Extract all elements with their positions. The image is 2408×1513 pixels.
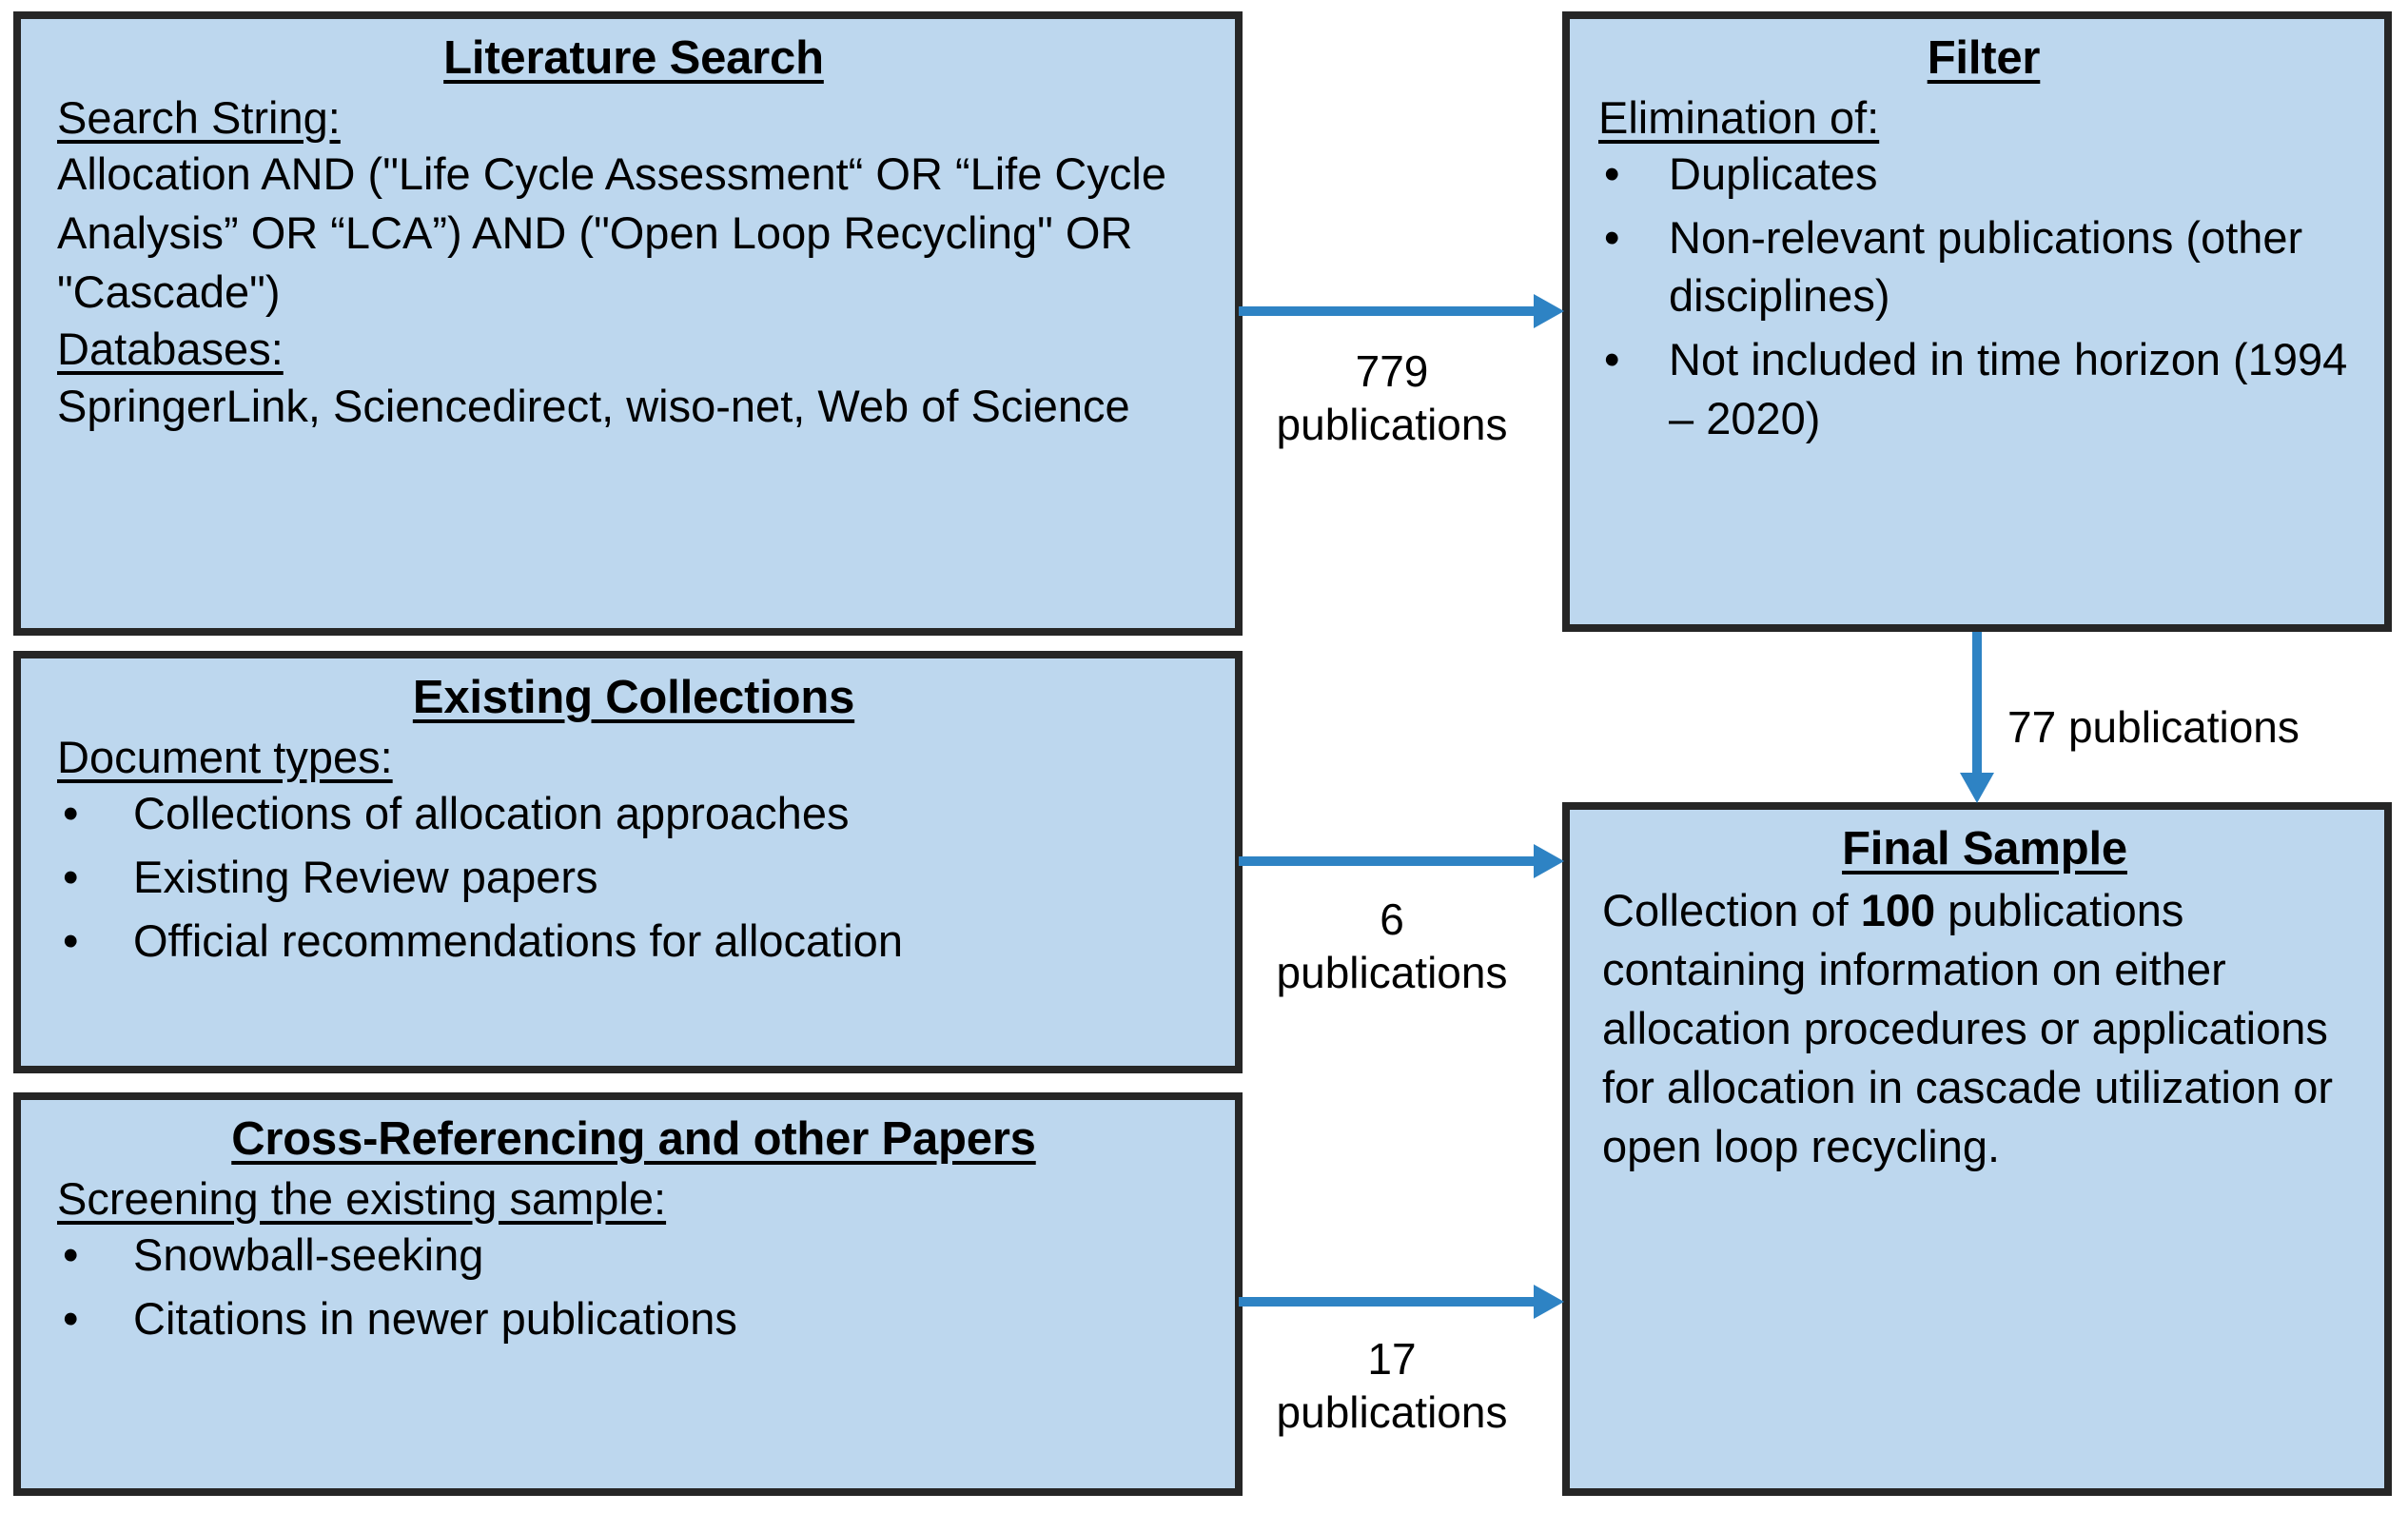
elimination-heading: Elimination of: — [1598, 91, 1880, 143]
box-filter-title: Filter — [1927, 32, 2041, 84]
final-sample-description: Collection of 100 publications containin… — [1602, 881, 2367, 1176]
list-item-label: Not included in time horizon (1994 – 202… — [1669, 334, 2348, 443]
list-item-label: Collections of allocation approaches — [133, 788, 850, 839]
box-final-sample-title: Final Sample — [1842, 823, 2127, 874]
bullet-dot-icon: • — [63, 1293, 79, 1345]
bullet-dot-icon: • — [1604, 148, 1620, 200]
box-existing-collections-title: Existing Collections — [412, 672, 855, 723]
bullet-dot-icon: • — [1604, 334, 1620, 385]
arrow-label-unit: publications — [1276, 948, 1508, 998]
list-item: • Non-relevant publications (other disci… — [1598, 208, 2369, 324]
list-item-label: Existing Review papers — [133, 852, 598, 903]
filter-bullet-list: • Duplicates • Non-relevant publications… — [1598, 145, 2369, 446]
box-final-sample: Final Sample Collection of 100 publicati… — [1562, 802, 2392, 1496]
list-item-label: Duplicates — [1669, 148, 1878, 200]
box-literature-search: Literature Search Search String: Allocat… — [13, 11, 1243, 636]
arrow-crossref-to-final — [1239, 1285, 1564, 1319]
final-sample-text-before: Collection of — [1602, 884, 1861, 935]
bullet-dot-icon: • — [1604, 212, 1620, 264]
final-sample-text-after: publications containing information on e… — [1602, 884, 2334, 1171]
arrow-collections-to-final — [1239, 844, 1564, 878]
arrow-label-collections-to-final: 6 publications — [1254, 893, 1530, 999]
cross-referencing-bullet-list: • Snowball-seeking • Citations in newer … — [57, 1226, 1210, 1347]
arrow-filter-to-final — [1960, 632, 1994, 803]
list-item: • Existing Review papers — [57, 848, 1210, 906]
list-item: • Not included in time horizon (1994 – 2… — [1598, 330, 2369, 446]
arrow-label-count: 17 — [1367, 1334, 1417, 1384]
final-sample-count: 100 — [1860, 884, 1936, 935]
arrow-label-count: 6 — [1380, 894, 1404, 944]
list-item: • Citations in newer publications — [57, 1289, 1210, 1347]
box-cross-referencing: Cross-Referencing and other Papers Scree… — [13, 1092, 1243, 1496]
arrow-label-unit: publications — [1276, 400, 1508, 450]
search-string-value: Allocation AND ("Life Cycle Assessment“ … — [57, 148, 1166, 318]
screening-heading: Screening the existing sample: — [57, 1172, 667, 1224]
document-types-heading: Document types: — [57, 731, 393, 782]
list-item-label: Snowball-seeking — [133, 1229, 484, 1281]
search-string-heading: Search String: — [57, 91, 341, 143]
bullet-dot-icon: • — [63, 788, 79, 839]
list-item: • Collections of allocation approaches — [57, 784, 1210, 842]
list-item: • Duplicates — [1598, 145, 2369, 203]
bullet-dot-icon: • — [63, 852, 79, 903]
list-item-label: Non-relevant publications (other discipl… — [1669, 212, 2303, 322]
existing-collections-bullet-list: • Collections of allocation approaches •… — [57, 784, 1210, 970]
list-item-label: Citations in newer publications — [133, 1293, 737, 1345]
list-item: • Snowball-seeking — [57, 1226, 1210, 1284]
arrow-search-to-filter — [1239, 294, 1564, 328]
arrow-label-unit: publications — [1276, 1387, 1508, 1438]
bullet-dot-icon: • — [63, 1229, 79, 1281]
arrow-label-filter-to-final: 77 publications — [2007, 702, 2300, 752]
arrow-label-count: 779 — [1355, 346, 1429, 396]
arrow-label-search-to-filter: 779 publications — [1254, 344, 1530, 451]
box-literature-search-title: Literature Search — [443, 32, 824, 84]
box-existing-collections: Existing Collections Document types: • C… — [13, 651, 1243, 1073]
box-filter: Filter Elimination of: • Duplicates • No… — [1562, 11, 2392, 632]
list-item: • Official recommendations for allocatio… — [57, 912, 1210, 970]
databases-heading: Databases: — [57, 324, 284, 375]
arrow-label-crossref-to-final: 17 publications — [1254, 1332, 1530, 1439]
databases-value: SpringerLink, Sciencedirect, wiso-net, W… — [57, 380, 1130, 431]
bullet-dot-icon: • — [63, 915, 79, 967]
list-item-label: Official recommendations for allocation — [133, 915, 903, 967]
box-cross-referencing-title: Cross-Referencing and other Papers — [231, 1113, 1036, 1165]
